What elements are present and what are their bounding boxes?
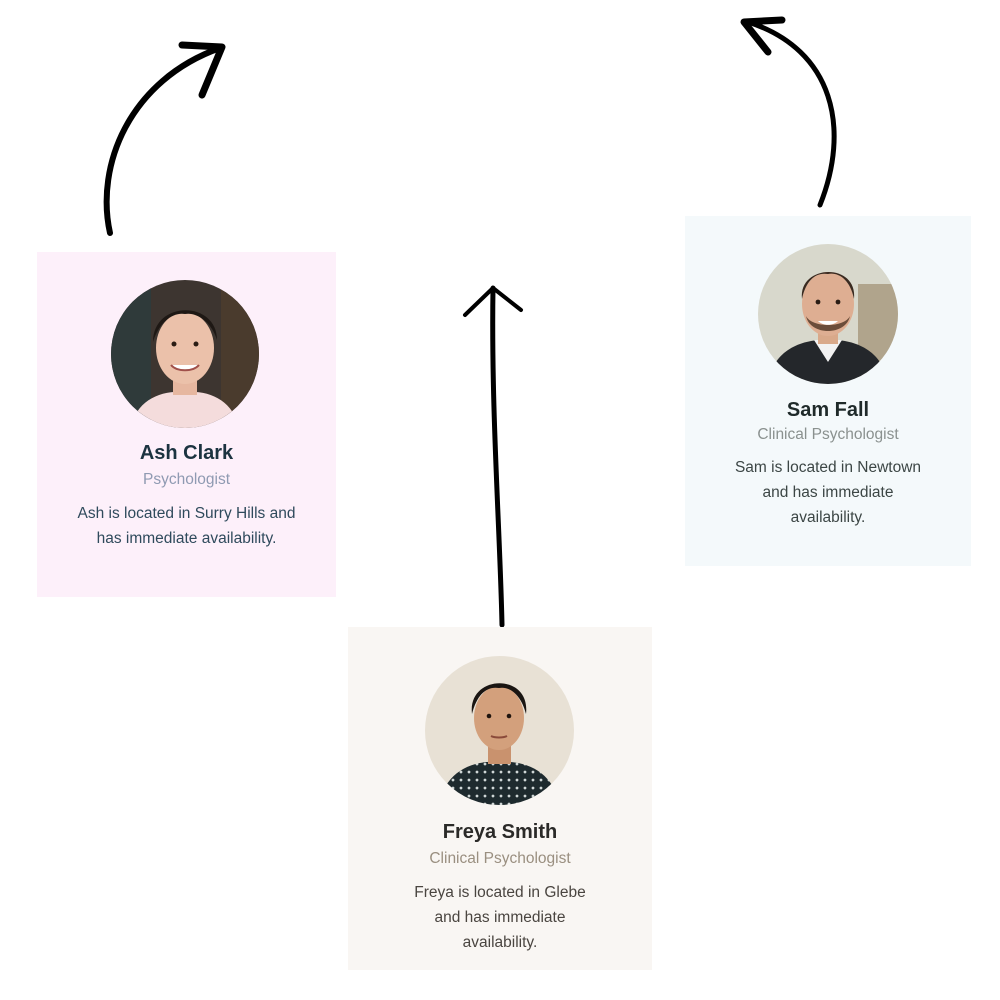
profile-card-sam-fall[interactable]: Sam Fall Clinical Psychologist Sam is lo… — [685, 216, 971, 566]
profile-card-ash-clark[interactable]: Ash Clark Psychologist Ash is located in… — [37, 252, 336, 597]
profile-description: Ash is located in Surry Hills and has im… — [77, 505, 296, 547]
profile-name: Freya Smith — [442, 821, 558, 843]
curved-arrow-up-left-icon — [740, 16, 837, 208]
avatar-photo-ash — [111, 280, 259, 428]
profile-card-freya-smith[interactable]: Freya Smith Clinical Psychologist Freya … — [348, 627, 652, 970]
profile-role: Clinical Psychologist — [757, 426, 899, 443]
profile-role: Psychologist — [142, 471, 230, 488]
profile-name: Sam Fall — [786, 399, 870, 421]
avatar-photo-freya — [425, 656, 574, 805]
profile-description: Freya is located in Glebe and has immedi… — [414, 884, 586, 951]
straight-arrow-up-icon — [463, 285, 523, 628]
avatar-photo-sam — [758, 244, 898, 384]
profile-role: Clinical Psychologist — [429, 850, 571, 867]
profile-name: Ash Clark — [139, 442, 234, 464]
profile-description: Sam is located in Newtown and has immedi… — [734, 459, 922, 526]
curved-arrow-up-right-icon — [103, 41, 226, 236]
